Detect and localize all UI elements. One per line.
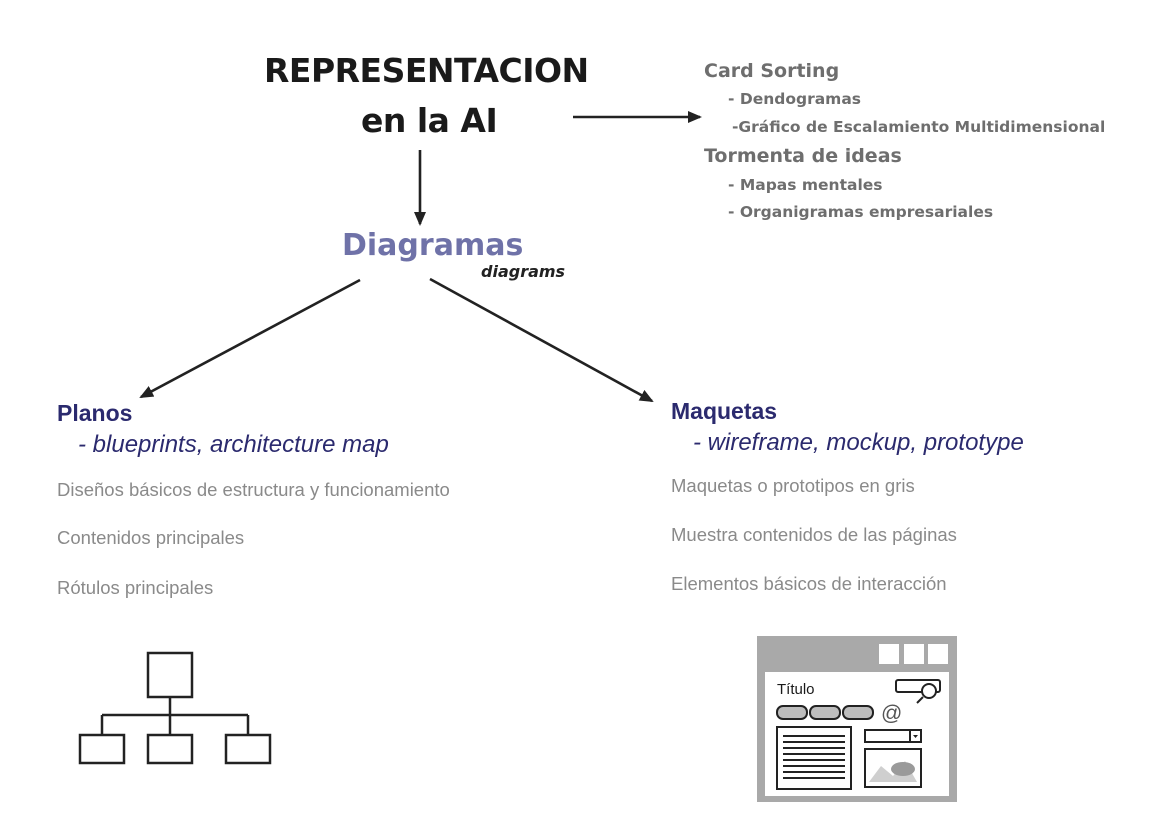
planos-item-1: Diseños básicos de estructura y funciona… bbox=[57, 479, 450, 500]
side-item-organigramas: - Organigramas empresariales bbox=[728, 203, 994, 221]
search-icon bbox=[895, 679, 941, 704]
branch-title-planos: Planos bbox=[57, 400, 133, 426]
at-symbol-icon: @ bbox=[881, 702, 903, 725]
planos-item-3: Rótulos principales bbox=[57, 577, 214, 598]
main-title-line2: en la AI bbox=[361, 101, 498, 140]
mockup-title-label: Título bbox=[777, 681, 815, 698]
maquetas-item-2: Muestra contenidos de las páginas bbox=[671, 524, 957, 545]
side-item-escalamiento: -Gráfico de Escalamiento Multidimensiona… bbox=[732, 118, 1106, 136]
branch-title-maquetas: Maquetas bbox=[671, 398, 778, 424]
side-group-heading-tormenta: Tormenta de ideas bbox=[704, 145, 902, 167]
side-group-heading-card-sorting: Card Sorting bbox=[704, 60, 840, 82]
arrow-to-maquetas bbox=[429, 277, 654, 403]
side-item-dendogramas: - Dendogramas bbox=[728, 90, 862, 108]
center-label: Diagramas bbox=[342, 228, 524, 263]
planos-item-2: Contenidos principales bbox=[57, 527, 245, 548]
maquetas-item-1: Maquetas o prototipos en gris bbox=[671, 475, 915, 496]
maquetas-item-3: Elementos básicos de interacción bbox=[671, 573, 947, 594]
wireframe-browser-icon: Título @ bbox=[757, 636, 957, 802]
branch-subtitle-planos: - blueprints, architecture map bbox=[78, 431, 389, 458]
arrow-to-planos bbox=[139, 278, 361, 399]
sitemap-tree-icon bbox=[78, 651, 272, 765]
branch-subtitle-maquetas: - wireframe, mockup, prototype bbox=[693, 429, 1024, 456]
side-item-mapas-mentales: - Mapas mentales bbox=[728, 176, 883, 194]
center-sublabel: diagrams bbox=[481, 262, 566, 281]
main-title-line1: REPRESENTACION bbox=[264, 51, 589, 90]
